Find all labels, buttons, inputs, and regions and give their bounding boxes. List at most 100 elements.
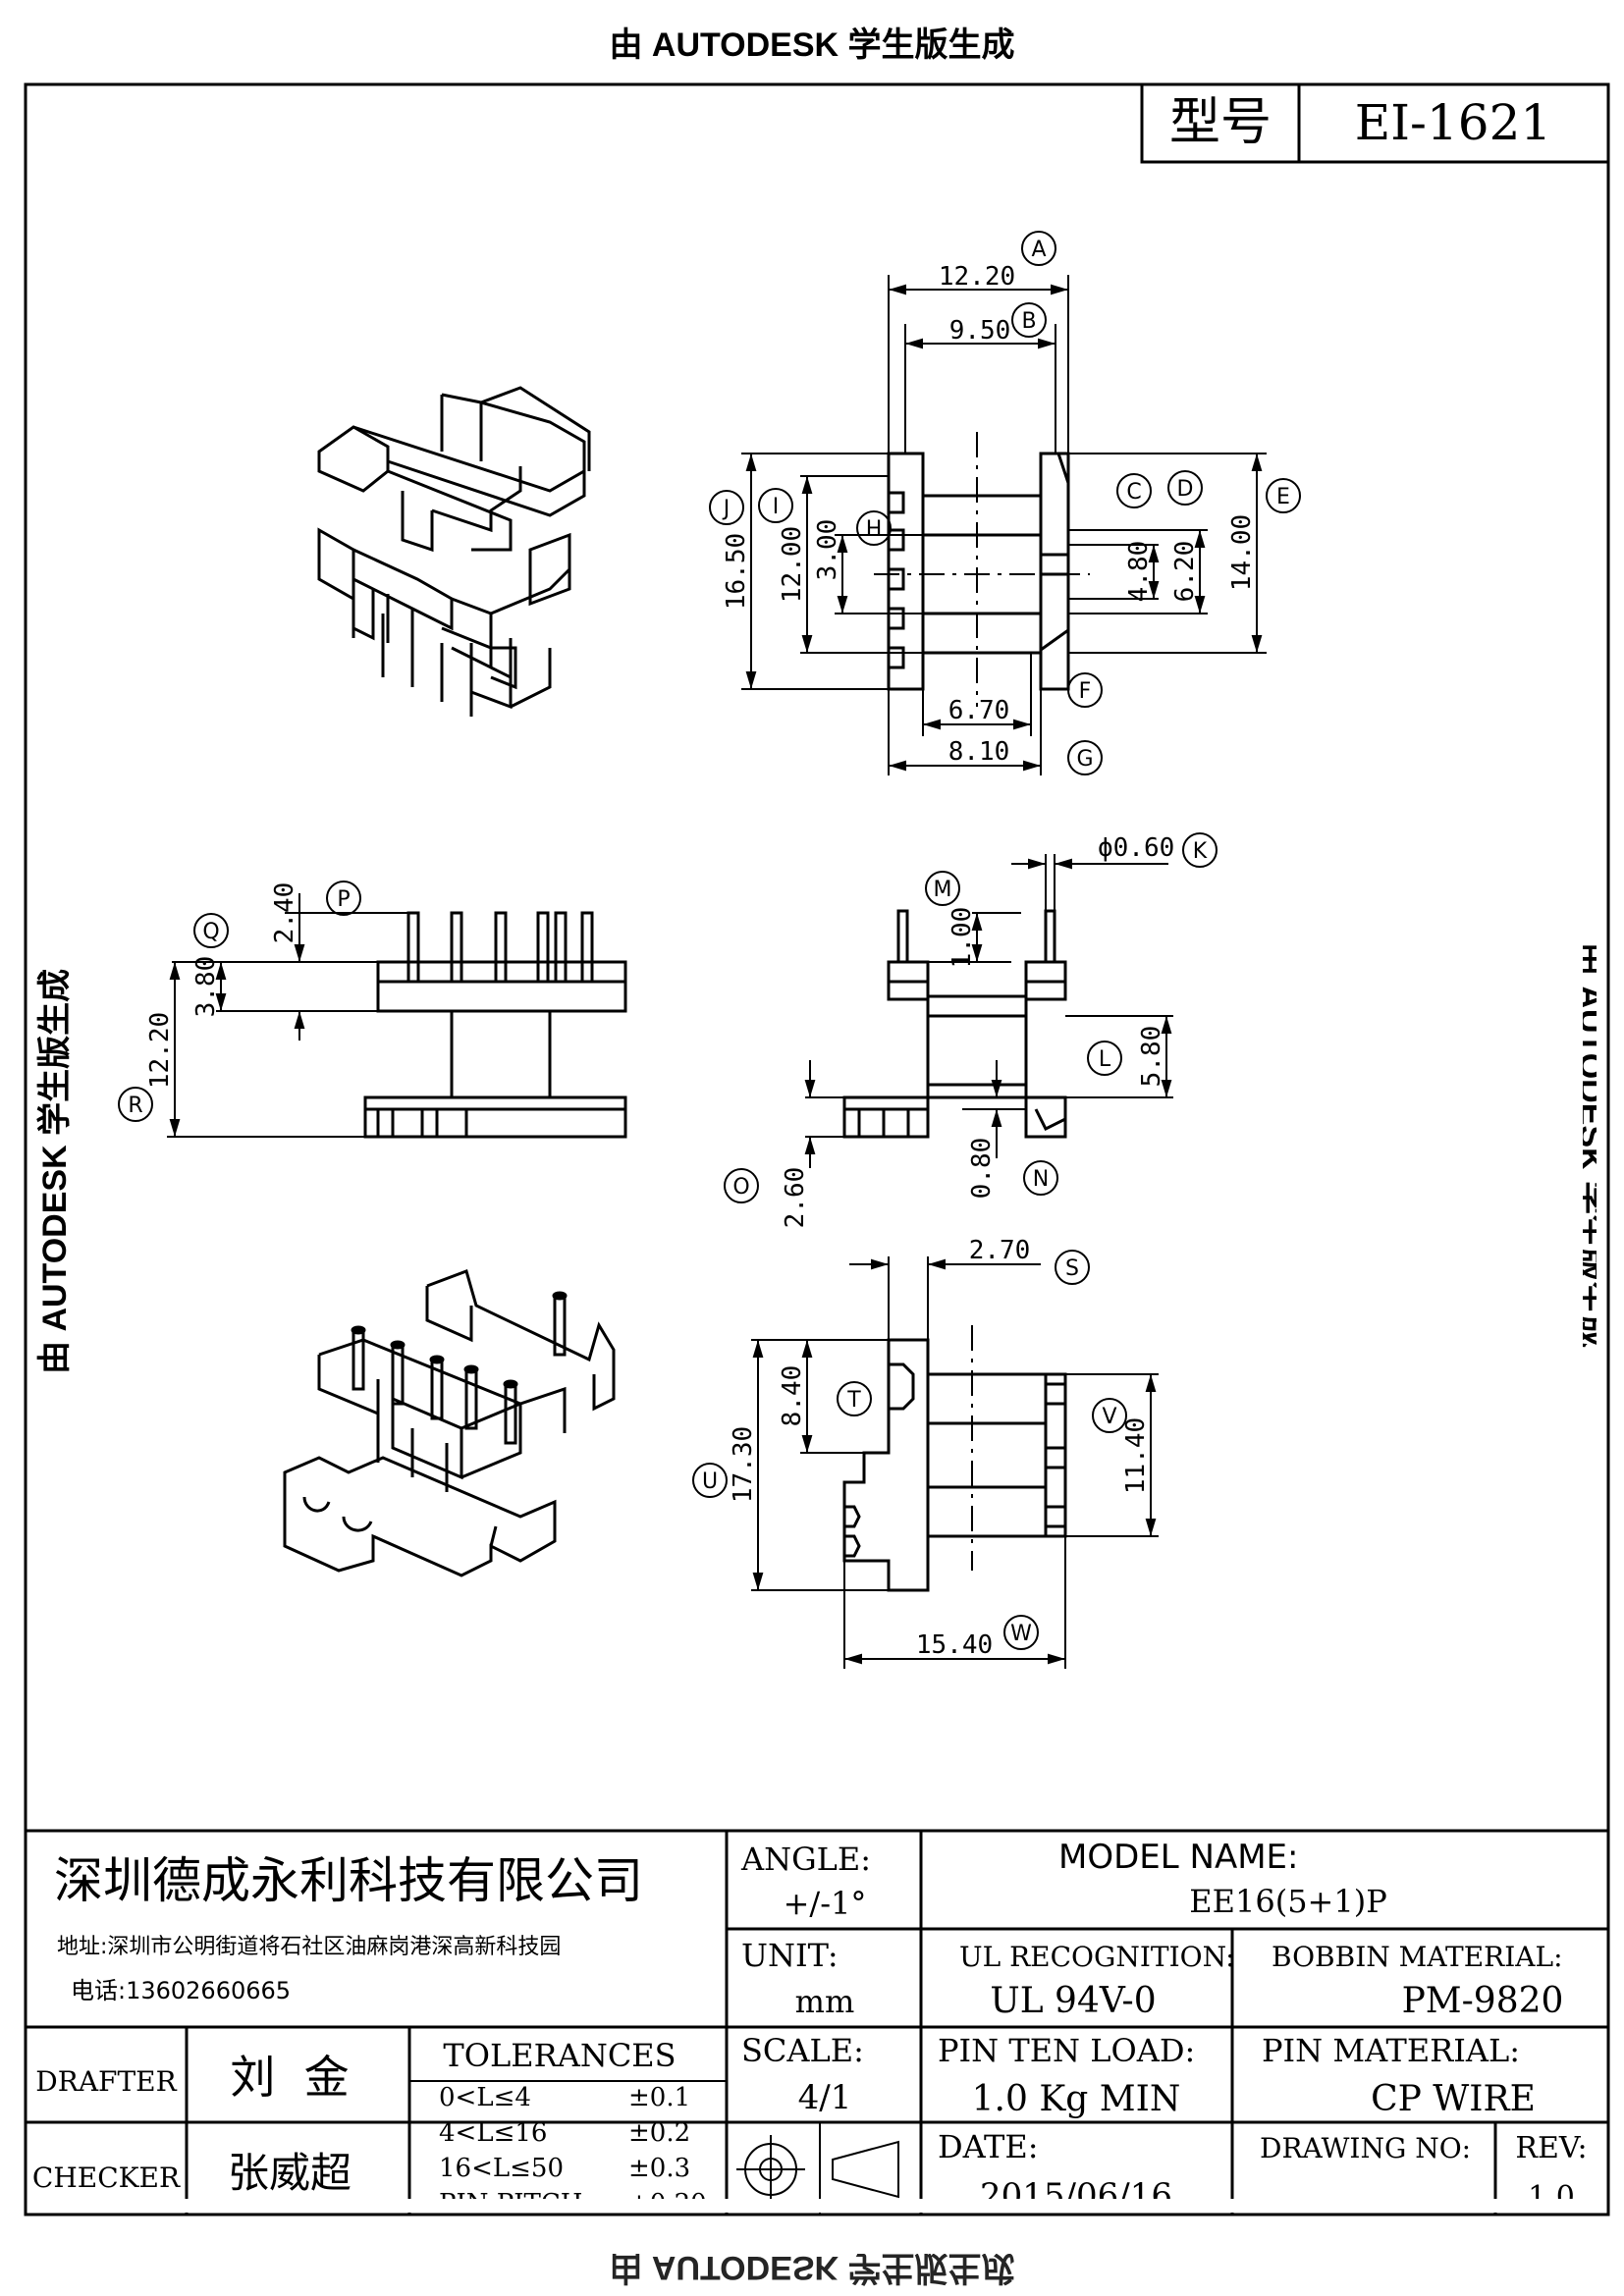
iso-view-bottom — [283, 1269, 616, 1577]
callout-letter: F — [1079, 679, 1092, 704]
callout-letter: Q — [202, 920, 219, 944]
dim-6-70: 6.70 — [948, 696, 1010, 725]
callout-letter: I — [773, 495, 780, 519]
dim-3-00: 3.00 — [813, 519, 842, 581]
dim-0-80: 0.80 — [967, 1138, 997, 1200]
projection-symbol — [736, 2135, 899, 2204]
callout-letter: O — [732, 1175, 749, 1200]
front-view — [741, 275, 1267, 775]
tolerance-range: 4<L≤16 — [439, 2118, 547, 2148]
angle-label: ANGLE: — [740, 1841, 871, 1878]
drafter-label: DRAFTER — [35, 2065, 177, 2098]
callout-u: U — [692, 1463, 728, 1498]
tolerance-value: ±0.3 — [628, 2154, 690, 2183]
side-view — [167, 911, 627, 1139]
callout-t: T — [837, 1381, 872, 1416]
date-label: DATE: — [938, 2128, 1039, 2165]
end-dim-text: ϕ0.60 1.00 5.80 0.80 2.60 — [781, 833, 1174, 1228]
iso-view-top — [317, 386, 591, 717]
tolerance-range: 16<L≤50 — [439, 2154, 564, 2183]
dim-2-70: 2.70 — [969, 1236, 1031, 1265]
callout-n: N — [1023, 1160, 1058, 1196]
bobbin-material-value: PM-9820 — [1402, 1981, 1564, 2021]
callout-letter: G — [1076, 747, 1093, 772]
top-dim-text: 2.70 8.40 17.30 11.40 15.40 — [729, 1236, 1151, 1660]
top-dimensions — [752, 1258, 1157, 1665]
callout-letter: A — [1031, 238, 1046, 262]
callout-letter: J — [722, 497, 731, 521]
company-phone: 电话:13602660665 — [71, 1977, 291, 2004]
callout-k: K — [1182, 832, 1218, 868]
callout-i: I — [758, 488, 793, 523]
company-name: 深圳德成永利科技有限公司 — [54, 1852, 643, 1909]
end-view — [805, 854, 1173, 1139]
callout-l: L — [1087, 1041, 1122, 1076]
callout-a: A — [1021, 231, 1056, 266]
checker-name: 张威超 — [228, 2149, 352, 2197]
tolerance-range: 0<L≤4 — [439, 2083, 531, 2112]
side-dim-text: 2.40 3.80 12.20 — [145, 882, 299, 1089]
callout-letter: E — [1276, 485, 1290, 509]
tolerance-value: ±0.2 — [628, 2118, 690, 2148]
model-box: 型号 EI-1621 — [1140, 82, 1610, 164]
drafter-name: 刘 金 — [230, 2051, 349, 2104]
model-name-label: MODEL NAME: — [1058, 1838, 1298, 1877]
callout-letter: V — [1102, 1405, 1116, 1429]
model-name-value: EE16(5+1)P — [1189, 1883, 1386, 1920]
rev-label: REV: — [1515, 2131, 1587, 2165]
dim-5-80: 5.80 — [1137, 1026, 1166, 1088]
type-value: EI-1621 — [1355, 94, 1551, 151]
pin-material-value: CP WIRE — [1371, 2079, 1536, 2119]
callout-letter: T — [846, 1388, 861, 1413]
watermark-top: 由 AUTODESK 学生版生成 — [609, 27, 1015, 64]
dim-1-00: 1.00 — [947, 907, 977, 969]
front-dimensions — [745, 284, 1263, 772]
callout-letter: M — [934, 878, 952, 902]
tolerance-value: ±0.1 — [628, 2083, 690, 2112]
callout-j: J — [709, 490, 744, 525]
callout-letter: B — [1021, 309, 1036, 334]
dim-15-40: 15.40 — [916, 1630, 993, 1660]
dim-4-80: 4.80 — [1124, 541, 1154, 603]
callout-letter: N — [1033, 1167, 1049, 1192]
scale-value: 4/1 — [798, 2078, 852, 2117]
dim-2-60: 2.60 — [781, 1167, 810, 1229]
dim-9-50: 9.50 — [949, 316, 1011, 346]
callout-letter: P — [337, 887, 350, 912]
angle-value: +/-1° — [784, 1885, 867, 1922]
ul-value: UL 94V-0 — [990, 1981, 1156, 2021]
callout-o: O — [724, 1168, 759, 1203]
dim-17-30: 17.30 — [729, 1426, 758, 1503]
callout-c: C — [1116, 473, 1152, 508]
callout-letter: W — [1010, 1622, 1032, 1646]
callout-p: P — [326, 881, 361, 916]
dim-14-00: 14.00 — [1227, 514, 1257, 591]
dim-2-40: 2.40 — [270, 882, 299, 944]
callout-letter: R — [128, 1094, 142, 1118]
bottom-clip-mask — [27, 2199, 1606, 2213]
callout-m: M — [925, 871, 960, 906]
company-address: 地址:深圳市公明街道将石社区油麻岗港深高新科技园 — [57, 1935, 561, 1959]
title-block — [26, 1829, 1608, 2215]
callout-letter: K — [1193, 839, 1208, 864]
scale-label: SCALE: — [741, 2032, 864, 2069]
side-dimensions — [169, 893, 305, 1137]
callout-letter: C — [1126, 480, 1141, 505]
dim-8-10: 8.10 — [948, 737, 1010, 767]
callout-e: E — [1266, 478, 1301, 513]
tolerances-label: TOLERANCES — [443, 2037, 676, 2074]
drawing-no-label: DRAWING NO: — [1260, 2132, 1471, 2164]
unit-value: mm — [795, 1983, 855, 2020]
dim-phi-0-60: ϕ0.60 — [1098, 833, 1174, 863]
callout-letter: U — [702, 1469, 718, 1494]
dim-8-40: 8.40 — [778, 1365, 807, 1427]
callout-q: Q — [193, 913, 229, 948]
callout-letter: H — [866, 517, 883, 542]
callout-f: F — [1067, 672, 1103, 708]
pin-load-value: 1.0 Kg MIN — [972, 2079, 1181, 2119]
callout-r: R — [118, 1087, 153, 1122]
tolerance-table: 0<L≤4±0.14<L≤16±0.216<L≤50±0.3PIN PITCH±… — [439, 2083, 707, 2218]
end-dimensions — [804, 858, 1172, 1168]
dim-12-20-top: 12.20 — [939, 262, 1015, 292]
